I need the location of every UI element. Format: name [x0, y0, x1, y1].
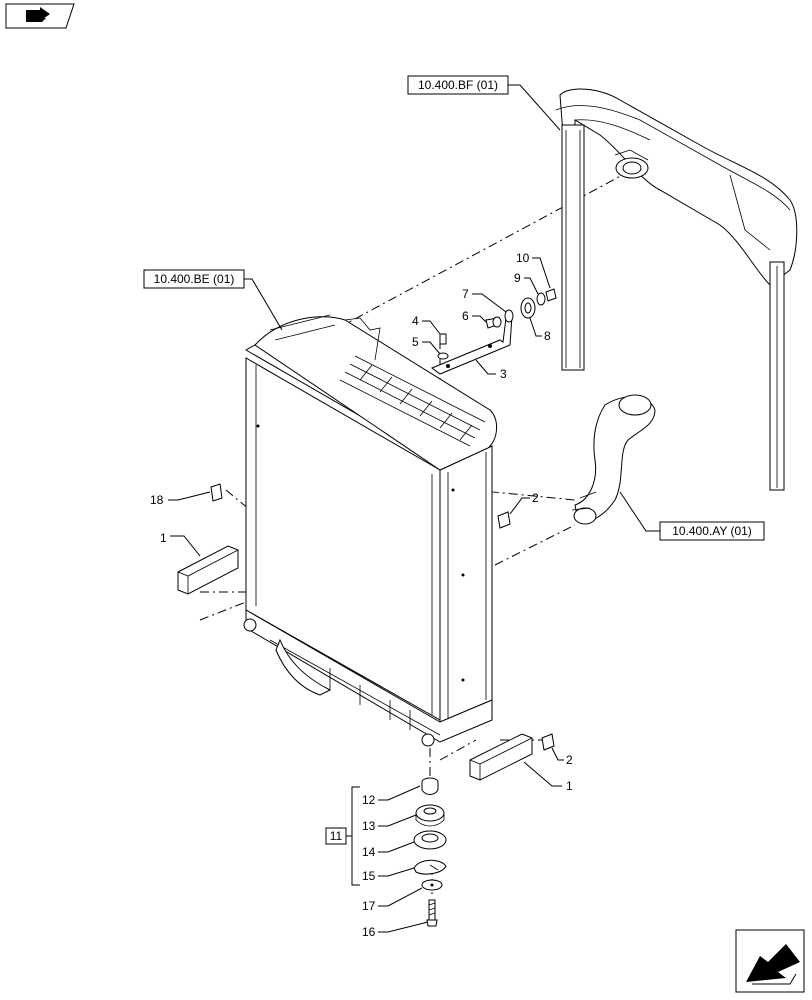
- callout-8[interactable]: 8: [529, 317, 551, 343]
- svg-text:18: 18: [150, 493, 164, 507]
- svg-text:10.400.AY (01): 10.400.AY (01): [672, 524, 752, 538]
- svg-text:11: 11: [330, 829, 343, 843]
- svg-text:2: 2: [532, 491, 539, 505]
- callout-17[interactable]: 17: [362, 887, 423, 913]
- svg-text:2: 2: [566, 753, 573, 767]
- callout-14[interactable]: 14: [362, 841, 415, 859]
- svg-text:10.400.BF (01): 10.400.BF (01): [418, 78, 498, 92]
- callout-7[interactable]: 7: [462, 287, 507, 313]
- callout-12[interactable]: 12: [362, 785, 421, 807]
- svg-text:3: 3: [500, 367, 507, 381]
- svg-text:13: 13: [362, 819, 376, 833]
- svg-text:8: 8: [544, 329, 551, 343]
- ref-box-ay[interactable]: 10.400.AY (01): [619, 491, 765, 541]
- expansion-tank: [555, 88, 798, 491]
- callout-9[interactable]: 9: [514, 271, 539, 295]
- callout-10[interactable]: 10: [516, 251, 551, 289]
- foam-pads: [177, 545, 533, 781]
- book-arrow-icon[interactable]: [5, 3, 75, 29]
- callout-13[interactable]: 13: [362, 814, 417, 833]
- assembly-label-box[interactable]: 11: [325, 827, 347, 845]
- callout-4[interactable]: 4: [412, 314, 441, 335]
- mounting-bracket: [430, 288, 557, 375]
- radiator-assembly: [243, 314, 497, 747]
- callout-16[interactable]: 16: [362, 921, 429, 939]
- callout-5[interactable]: 5: [412, 335, 441, 355]
- callout-2b[interactable]: 2: [551, 747, 573, 767]
- svg-text:6: 6: [462, 309, 469, 323]
- callout-1b[interactable]: 1: [523, 761, 573, 793]
- callout-6[interactable]: 6: [462, 309, 487, 323]
- mount-stack: [413, 777, 447, 927]
- lower-hose: [571, 394, 656, 525]
- ref-box-bf[interactable]: 10.400.BF (01): [407, 75, 561, 131]
- callout-15[interactable]: 15: [362, 867, 415, 883]
- svg-text:15: 15: [362, 869, 376, 883]
- callout-3[interactable]: 3: [475, 359, 507, 381]
- svg-text:5: 5: [412, 335, 419, 349]
- clips: [210, 483, 555, 751]
- svg-text:17: 17: [362, 899, 376, 913]
- svg-text:10.400.BE (01): 10.400.BE (01): [154, 272, 235, 286]
- ref-box-be[interactable]: 10.400.BE (01): [143, 269, 283, 331]
- svg-text:14: 14: [362, 845, 376, 859]
- svg-text:1: 1: [566, 779, 573, 793]
- svg-text:16: 16: [362, 925, 376, 939]
- svg-text:9: 9: [514, 271, 521, 285]
- svg-text:7: 7: [462, 287, 469, 301]
- svg-text:4: 4: [412, 314, 419, 328]
- svg-text:12: 12: [362, 793, 376, 807]
- callout-1a[interactable]: 1: [160, 531, 201, 557]
- callout-2a[interactable]: 2: [509, 491, 539, 515]
- callout-18[interactable]: 18: [150, 491, 211, 507]
- svg-text:1: 1: [160, 531, 167, 545]
- next-page-arrow-icon[interactable]: [735, 929, 805, 993]
- assembly-bracket: [346, 786, 360, 886]
- svg-text:10: 10: [516, 251, 530, 265]
